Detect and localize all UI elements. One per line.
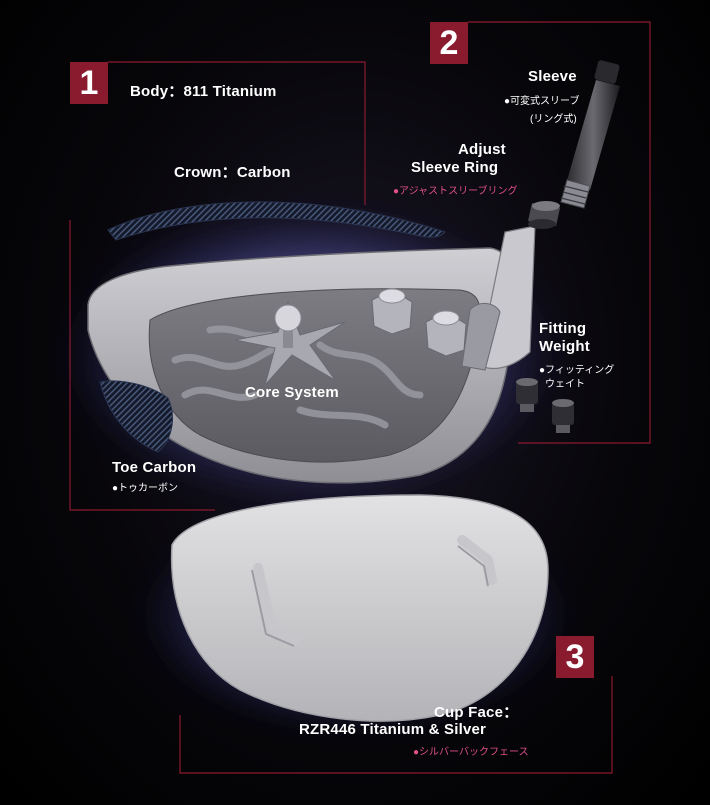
cup-face-part (170, 494, 549, 722)
toe-carbon-part (99, 380, 173, 453)
sleeve-part (560, 60, 620, 209)
core-system-star (234, 300, 346, 386)
label-fitting-sub-1: ●フィッティング (539, 365, 615, 376)
callout-frame-3 (179, 676, 613, 774)
label-toe-carbon: Toe Carbon (112, 459, 197, 476)
label-adjust-sub: ●アジャストスリーブリング (393, 186, 518, 197)
callout-frame-2 (468, 21, 651, 444)
label-adjust-line-2: Sleeve Ring (411, 159, 499, 176)
badge-3: 3 (556, 636, 594, 678)
label-crown: Crown：Carbon (174, 164, 291, 181)
hosel-inner (461, 303, 501, 371)
label-cup-face-sub: ●シルバーバックフェース (413, 747, 529, 758)
label-toe-carbon-sub: ●トゥカーボン (112, 483, 179, 494)
label-core-system: Core System (245, 384, 339, 401)
label-sleeve-sub-1: ●可変式スリーブ (504, 96, 580, 107)
label-cup-face-line-2: RZR446 Titanium & Silver (299, 721, 487, 738)
face-grooves (253, 535, 497, 645)
label-fitting-line-2: Weight (539, 338, 590, 355)
crown-carbon-part (107, 201, 446, 241)
label-fitting-sub-2: ウェイト (545, 379, 585, 390)
label-sleeve-sub-2: (リング式) (530, 114, 577, 125)
label-adjust-line-1: Adjust (458, 141, 506, 158)
badge-2: 2 (430, 22, 468, 64)
label-sleeve: Sleeve (528, 68, 577, 85)
fitting-weight-parts (516, 378, 574, 433)
face-grooves-shade (251, 545, 489, 647)
adjust-sleeve-ring-part (528, 201, 560, 229)
label-fitting-line-1: Fitting (539, 320, 587, 337)
weight-ports (371, 288, 467, 357)
badge-1: 1 (70, 62, 108, 104)
label-cup-face-line-1: Cup Face： (434, 704, 519, 721)
label-body: Body：811 Titanium (130, 83, 277, 100)
